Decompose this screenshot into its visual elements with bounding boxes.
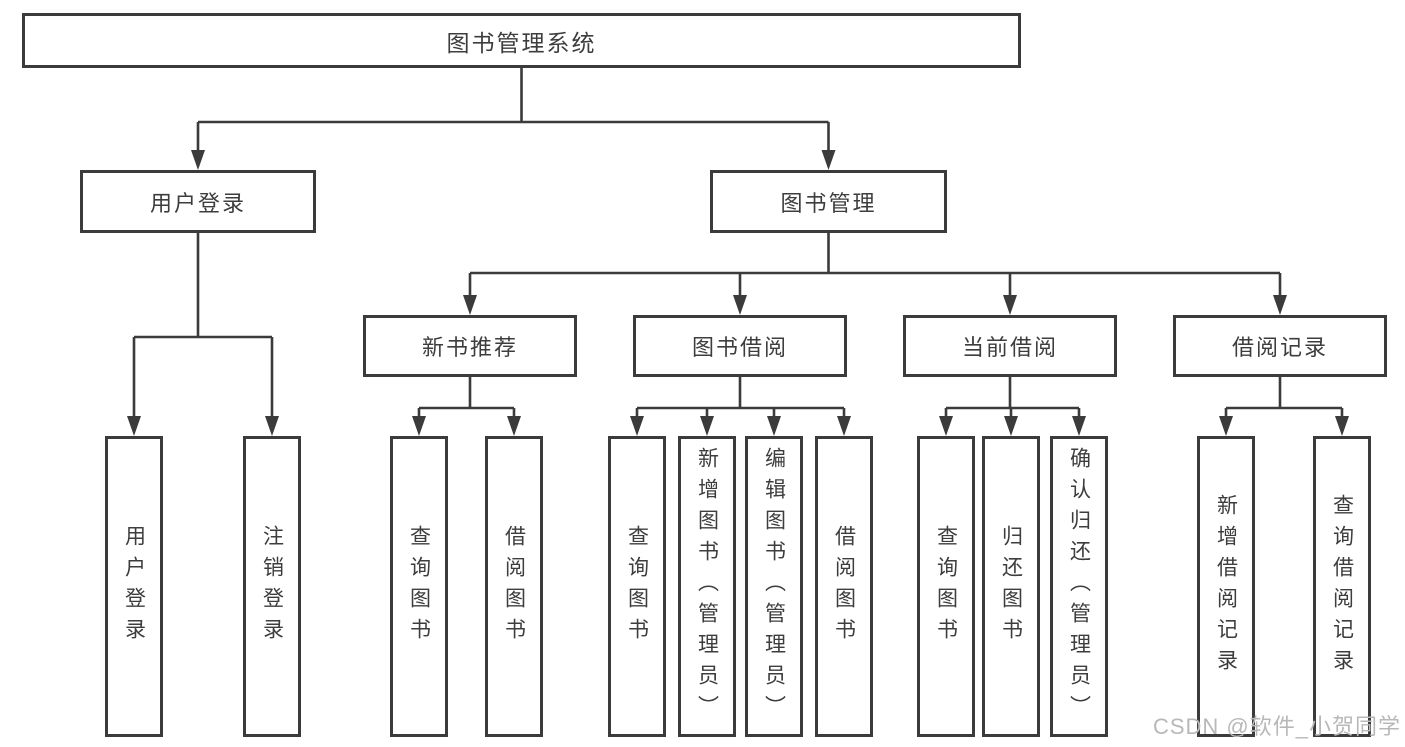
leaf-nbr-query-books-label: 查询图书 xyxy=(407,524,431,649)
leaf-br-query-record-label: 查询借阅记录 xyxy=(1330,493,1354,680)
leaf-nbr-borrow-books: 借阅图书 xyxy=(485,436,543,737)
node-root-label: 图书管理系统 xyxy=(446,29,597,56)
node-user-login: 用户登录 xyxy=(80,170,316,233)
node-user-login-label: 用户登录 xyxy=(149,190,246,216)
leaf-logout-label: 注销登录 xyxy=(260,524,284,649)
leaf-user-login-label: 用户登录 xyxy=(122,524,146,649)
node-borrow-records: 借阅记录 xyxy=(1173,315,1387,377)
leaf-nbr-borrow-books-label: 借阅图书 xyxy=(502,524,526,649)
leaf-cb-query-books-label: 查询图书 xyxy=(934,524,958,649)
node-book-mgmt: 图书管理 xyxy=(710,170,947,233)
leaf-user-login: 用户登录 xyxy=(105,436,163,737)
leaf-nbr-query-books: 查询图书 xyxy=(390,436,448,737)
leaf-logout: 注销登录 xyxy=(243,436,301,737)
node-current-borrow-label: 当前借阅 xyxy=(961,335,1058,360)
leaf-bb-query-books-label: 查询图书 xyxy=(625,524,649,649)
node-book-mgmt-label: 图书管理 xyxy=(780,190,877,216)
leaf-bb-borrow-books-label: 借阅图书 xyxy=(832,524,856,649)
node-book-borrow-label: 图书借阅 xyxy=(691,335,788,360)
leaf-bb-add-books-label: 新增图书（管理员） xyxy=(695,447,719,726)
node-borrow-records-label: 借阅记录 xyxy=(1231,335,1328,360)
leaf-bb-query-books: 查询图书 xyxy=(608,436,666,737)
leaf-cb-confirm-return: 确认归还（管理员） xyxy=(1050,436,1108,737)
csdn-watermark: CSDN @软件_小贺同学 xyxy=(1152,714,1401,739)
node-new-book-rec: 新书推荐 xyxy=(363,315,577,377)
leaf-br-query-record: 查询借阅记录 xyxy=(1313,436,1371,737)
leaf-cb-confirm-return-label: 确认归还（管理员） xyxy=(1067,447,1091,726)
node-book-borrow: 图书借阅 xyxy=(633,315,847,377)
leaf-bb-borrow-books: 借阅图书 xyxy=(815,436,873,737)
node-current-borrow: 当前借阅 xyxy=(903,315,1117,377)
leaf-cb-return-books-label: 归还图书 xyxy=(999,524,1023,649)
leaf-bb-add-books: 新增图书（管理员） xyxy=(678,436,736,737)
leaf-br-add-record: 新增借阅记录 xyxy=(1197,436,1255,737)
leaf-bb-edit-books: 编辑图书（管理员） xyxy=(745,436,803,737)
leaf-br-add-record-label: 新增借阅记录 xyxy=(1214,493,1238,680)
leaf-cb-return-books: 归还图书 xyxy=(982,436,1040,737)
leaf-cb-query-books: 查询图书 xyxy=(917,436,975,737)
node-new-book-rec-label: 新书推荐 xyxy=(421,335,518,360)
node-root: 图书管理系统 xyxy=(22,13,1021,68)
leaf-bb-edit-books-label: 编辑图书（管理员） xyxy=(762,447,786,726)
